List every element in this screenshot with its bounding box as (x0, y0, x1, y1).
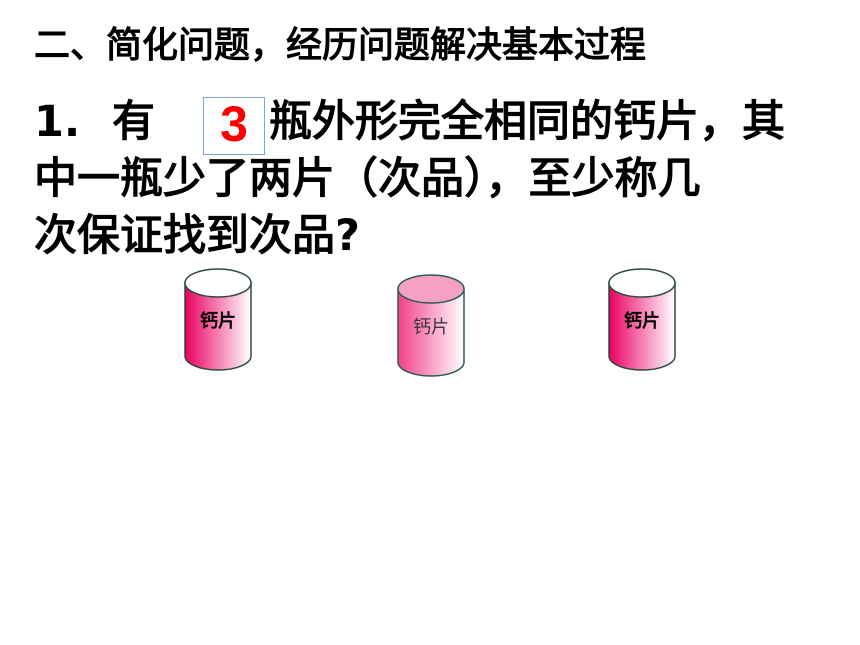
bottle-2-cylinder (397, 274, 465, 377)
question-number: 1. (34, 97, 81, 147)
calcium-bottle-3: 钙片 (608, 266, 676, 372)
bottle-2-label: 钙片 (413, 317, 449, 338)
question-prefix: 有 (112, 97, 155, 147)
bottle-1-label: 钙片 (200, 311, 236, 332)
question-line-3: 次保证找到次品? (34, 211, 360, 261)
question-line-2: 中一瓶少了两片（次品），至少称几 (34, 154, 701, 204)
calcium-bottle-2: 钙片 (397, 272, 465, 378)
bottle-1-cylinder (184, 268, 252, 371)
bottle-3-label: 钙片 (624, 311, 660, 332)
page-heading: 二、简化问题，经历问题解决基本过程 (34, 25, 647, 66)
answer-box: 3 (203, 97, 265, 155)
calcium-bottle-1: 钙片 (184, 266, 252, 372)
question-line-1-rest: 瓶外形完全相同的钙片，其 (269, 97, 785, 147)
bottle-3-cylinder (608, 268, 676, 371)
